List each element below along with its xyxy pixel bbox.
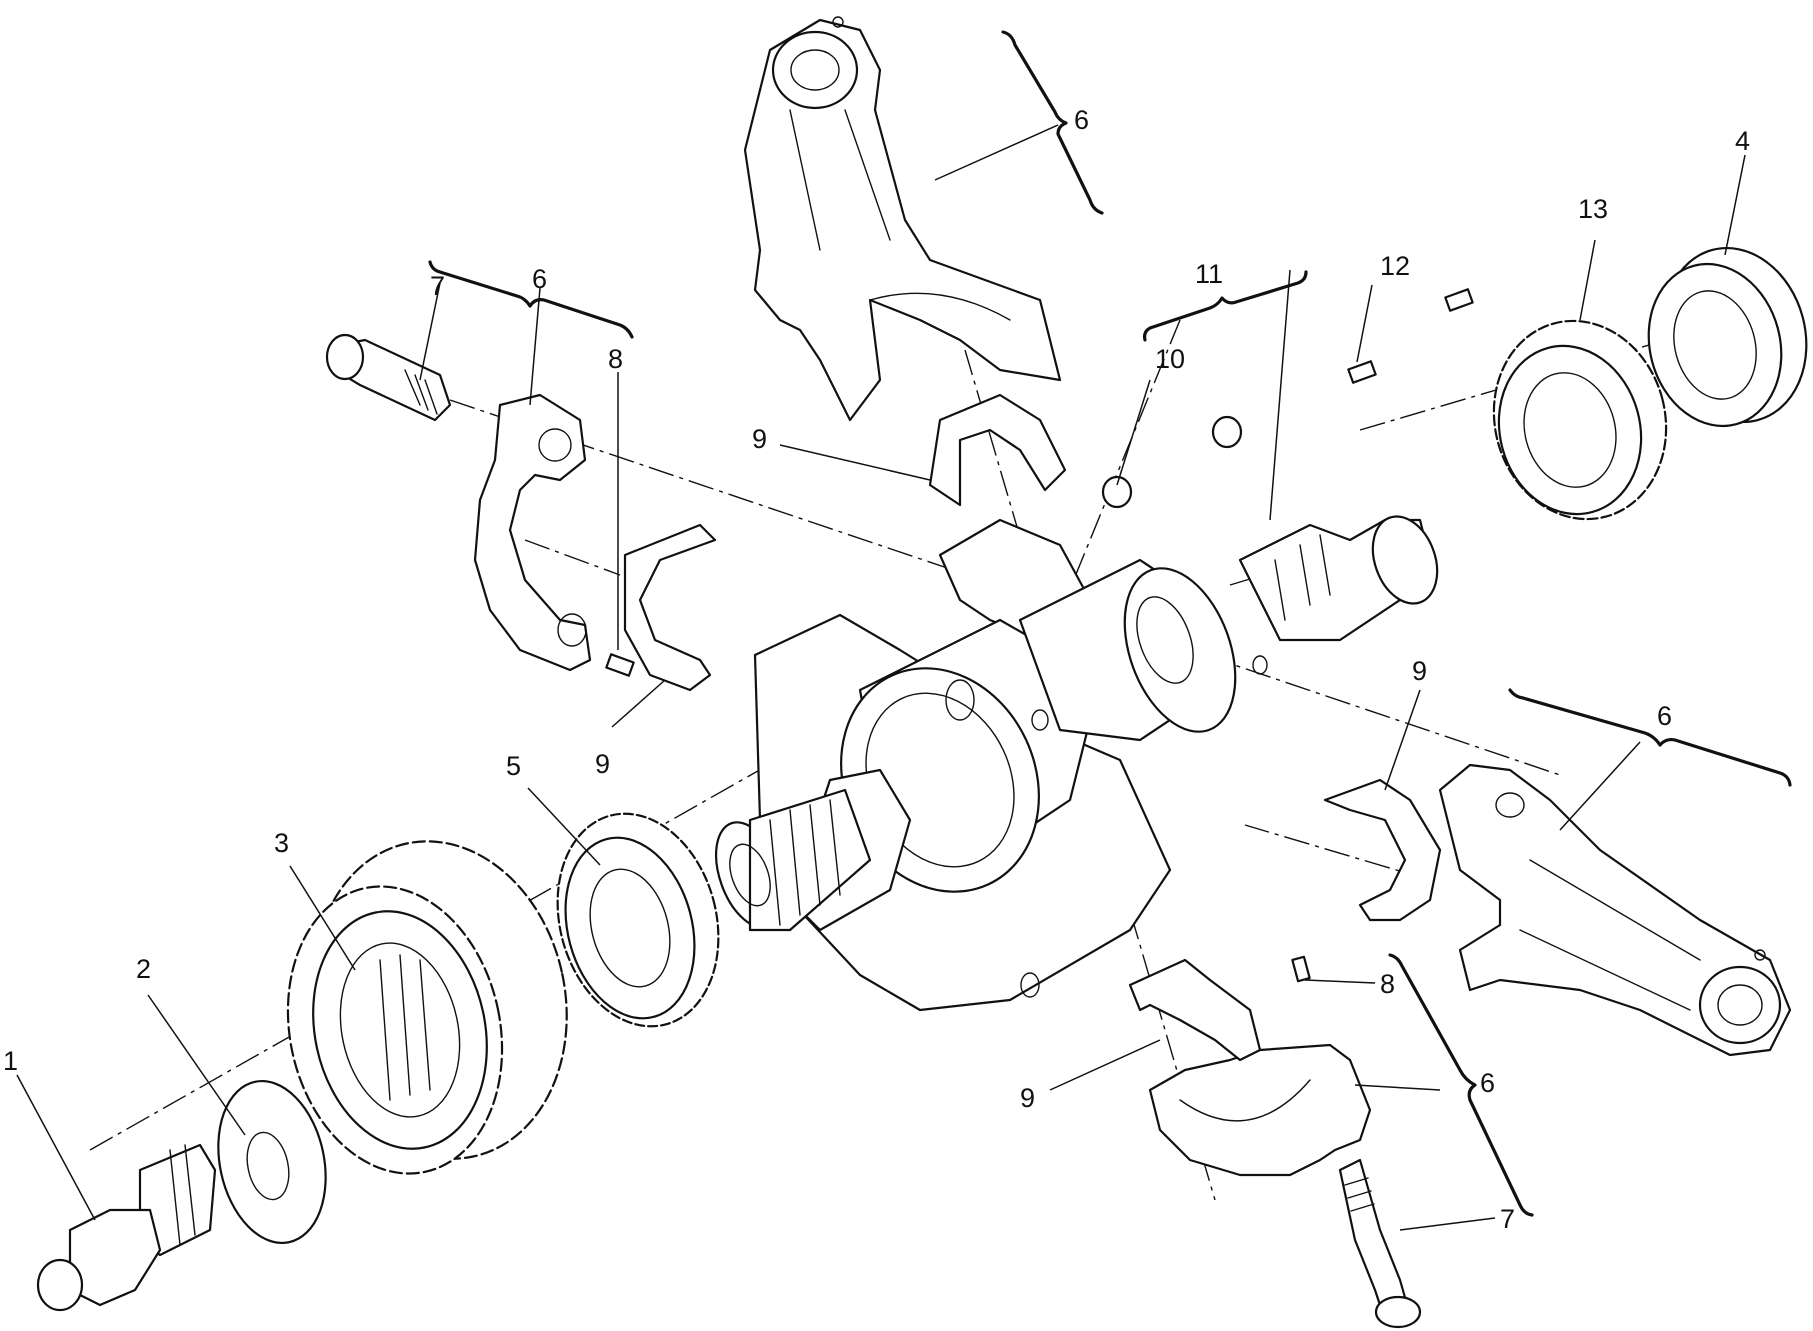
plugs-and-keys (1101, 288, 1474, 509)
gear-5 (556, 812, 720, 1028)
gear-13 (1492, 319, 1668, 521)
callout-6-top: 6 (1074, 105, 1089, 135)
callout-1: 1 (3, 1046, 18, 1076)
connecting-rod-right (1438, 763, 1792, 1057)
leader-lines (16, 124, 1746, 1231)
callout-8-bottom: 8 (1380, 969, 1395, 999)
callout-9-upper: 9 (752, 424, 767, 454)
callout-9-left: 9 (595, 749, 610, 779)
callout-9-right: 9 (1412, 656, 1427, 686)
callout-9-bottom: 9 (1020, 1083, 1035, 1113)
callout-7-bottom: 7 (1500, 1204, 1515, 1234)
callout-6-left: 6 (532, 264, 547, 294)
gear-3 (286, 840, 568, 1175)
callout-6-right: 6 (1657, 701, 1672, 731)
callout-4: 4 (1735, 126, 1750, 156)
callout-8-left: 8 (608, 344, 623, 374)
callout-labels: 1 2 3 4 5 6 6 6 6 7 7 8 8 9 9 9 9 10 11 … (3, 105, 1750, 1234)
crankshaft (715, 515, 1439, 1012)
callout-7-left: 7 (430, 271, 445, 301)
callout-3: 3 (274, 828, 289, 858)
callout-11: 11 (1195, 259, 1223, 289)
dowel-pins (605, 653, 1311, 983)
rod-cap-left (473, 393, 592, 672)
callout-5: 5 (506, 751, 521, 781)
callout-2: 2 (136, 954, 151, 984)
washer-2 (217, 1079, 327, 1245)
callout-12: 12 (1380, 251, 1410, 281)
connecting-rod-top (743, 16, 1062, 422)
callout-13: 13 (1578, 194, 1608, 224)
rod-cap-bottom (1148, 1043, 1372, 1177)
callout-10: 10 (1155, 344, 1185, 374)
bearing-shells (623, 393, 1442, 1062)
callout-6-bottom: 6 (1480, 1068, 1495, 1098)
bolt-1 (36, 1143, 217, 1312)
nut-4 (1647, 246, 1808, 428)
rod-bolts (325, 333, 1422, 1329)
grouping-braces (428, 30, 1792, 1217)
